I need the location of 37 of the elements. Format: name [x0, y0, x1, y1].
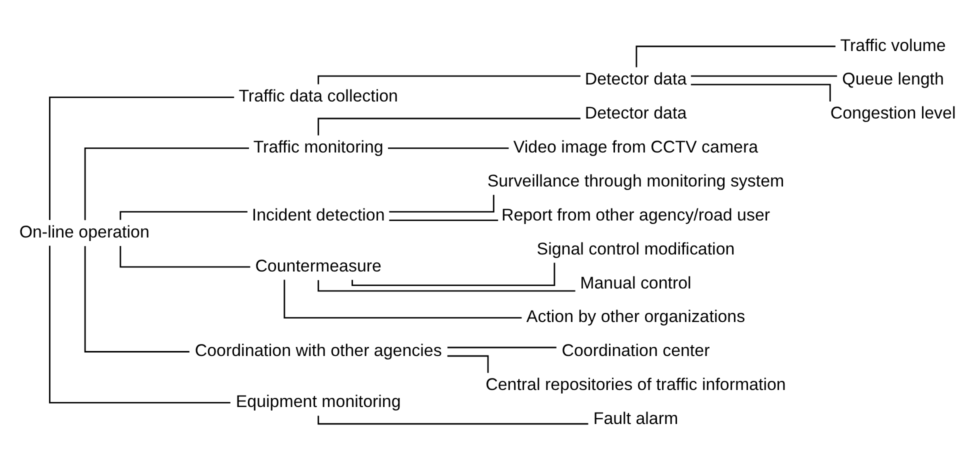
connector — [49, 246, 230, 404]
connector — [636, 46, 836, 68]
node-text: Coordination with other agencies — [194, 341, 442, 360]
connector — [447, 346, 556, 348]
node-text: Coordination center — [562, 341, 710, 360]
node-text: Manual control — [580, 273, 692, 292]
node-text: Signal control modification — [536, 239, 735, 258]
connector — [389, 220, 498, 221]
node-text: Congestion level — [830, 104, 956, 123]
connector — [690, 84, 831, 102]
node-text: Detector data — [584, 70, 687, 89]
connector — [447, 355, 489, 373]
connector — [389, 194, 494, 212]
node-text: Report from other agency/road user — [501, 205, 770, 224]
connector — [120, 246, 250, 268]
node-text: Incident detection — [252, 205, 385, 224]
node-text: Traffic monitoring — [253, 138, 384, 157]
connector — [84, 246, 190, 352]
node-text: Central repositories of traffic information — [486, 375, 786, 394]
connector — [352, 262, 556, 286]
node-text: Equipment monitoring — [236, 392, 401, 412]
node-text: Surveillance through monitoring system — [487, 171, 784, 190]
connector — [318, 118, 580, 136]
node-text: Detector data — [584, 104, 687, 123]
connector — [690, 75, 838, 77]
node-text: Queue length — [842, 70, 944, 89]
node-text: Video image from CCTV camera — [513, 138, 758, 157]
node-text: Action by other organizations — [526, 307, 746, 326]
connector — [84, 147, 249, 220]
connector — [388, 147, 509, 149]
node-text: Traffic data collection — [238, 86, 398, 106]
node-text: Traffic volume — [840, 36, 946, 55]
node-text: Fault alarm — [593, 409, 678, 428]
node-text: Countermeasure — [255, 256, 382, 276]
connector — [49, 96, 234, 220]
node-text: On-line operation — [19, 222, 150, 242]
connector — [284, 280, 522, 319]
